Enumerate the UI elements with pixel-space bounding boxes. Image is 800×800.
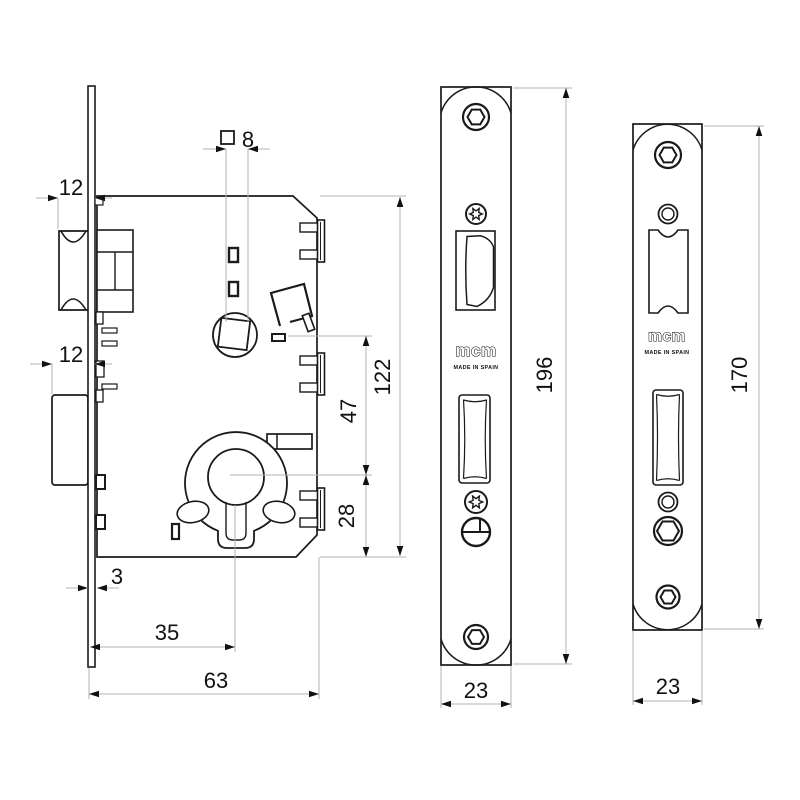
rounded-end-bottom [440,638,512,666]
rounded-end-top [632,123,703,151]
lock-case-side-view [51,85,326,668]
dimension-annotations: 8 12 12 3 35 [30,87,764,708]
dim-label: 23 [656,674,680,699]
faceplate-edge [87,85,96,668]
torx-screw-upper [465,203,487,225]
lock-spring [269,282,316,342]
hex-screw-bottom [655,584,681,610]
latch-bolt [58,230,88,311]
hex-screw-top [653,140,683,170]
follower [212,312,258,358]
dim-case-height: 122 [320,195,406,558]
dim-strike-width: 23 [632,631,703,705]
dim-label: 35 [155,620,179,645]
strike-plate-front-view: mcm MADE IN SPAIN [632,123,703,631]
dim-label: 170 [727,357,752,394]
stud [227,246,240,264]
forend-plate-front-view: mcm MADE IN SPAIN [440,86,512,666]
faceplate-fixing-tabs [95,311,118,530]
cylinder-plug [207,448,265,506]
deadbolt-face [462,399,488,480]
dim-backset: 35 [90,505,236,652]
dim-label: 28 [334,504,359,528]
forend-plate [440,86,512,666]
dim-forend-width: 23 [440,666,512,708]
deadbolt-opening [458,394,491,484]
spring-detail [176,500,210,524]
dim-label: 8 [242,127,254,152]
rounded-end-bottom [632,603,703,631]
spring-clip-middle [299,352,326,396]
guide-hole-upper [657,203,679,225]
hex-screw-bottom [462,623,490,651]
dim-latch-projection: 12 [36,175,112,229]
euro-cylinder [176,431,296,549]
dim-case-depth: 63 [88,557,320,699]
hex-nut-hole [652,515,684,547]
hex-screw-top [461,102,491,132]
dim-label: 196 [532,357,557,394]
spring-detail [262,500,296,524]
dim-forend-length: 196 [513,87,572,665]
strike-plate [632,123,703,631]
latch-opening [648,229,689,314]
latch-opening [455,230,496,311]
stud [170,522,181,541]
dim-label: 12 [59,342,83,367]
mcm-logo: mcm [648,328,686,345]
mcm-logo: mcm [455,341,496,360]
dim-label: 12 [59,175,83,200]
rounded-end-top [440,86,512,114]
guide-hole-lower [657,491,679,513]
made-in-spain-label: MADE IN SPAIN [645,350,690,356]
torx-screw-lower [464,490,488,514]
dim-follower-to-cylinder: 47 [230,335,372,476]
locking-lever [266,433,313,450]
made-in-spain-label: MADE IN SPAIN [454,365,499,371]
slotted-screw [460,516,492,548]
dim-follower-square: 8 [203,127,270,322]
dim-strike-length: 170 [704,125,764,630]
follower-square-hole [216,316,252,352]
dim-cylinder-to-bottom: 28 [334,475,370,557]
deadbolt [51,394,89,486]
dim-label: 122 [370,359,395,396]
dim-label: 23 [464,678,488,703]
square-symbol [220,130,235,145]
dim-label: 3 [111,564,123,589]
dim-forend-thickness: 3 [66,564,123,592]
deadbolt-opening [652,389,684,486]
stud [227,280,240,298]
dim-label: 47 [336,399,361,423]
dim-deadbolt-projection: 12 [30,342,112,394]
dim-label: 63 [204,668,228,693]
latch-bolt-face [465,235,495,308]
latch-tail [96,229,134,313]
spring-clip-top [299,219,326,263]
spring-clip-bottom [299,487,326,531]
